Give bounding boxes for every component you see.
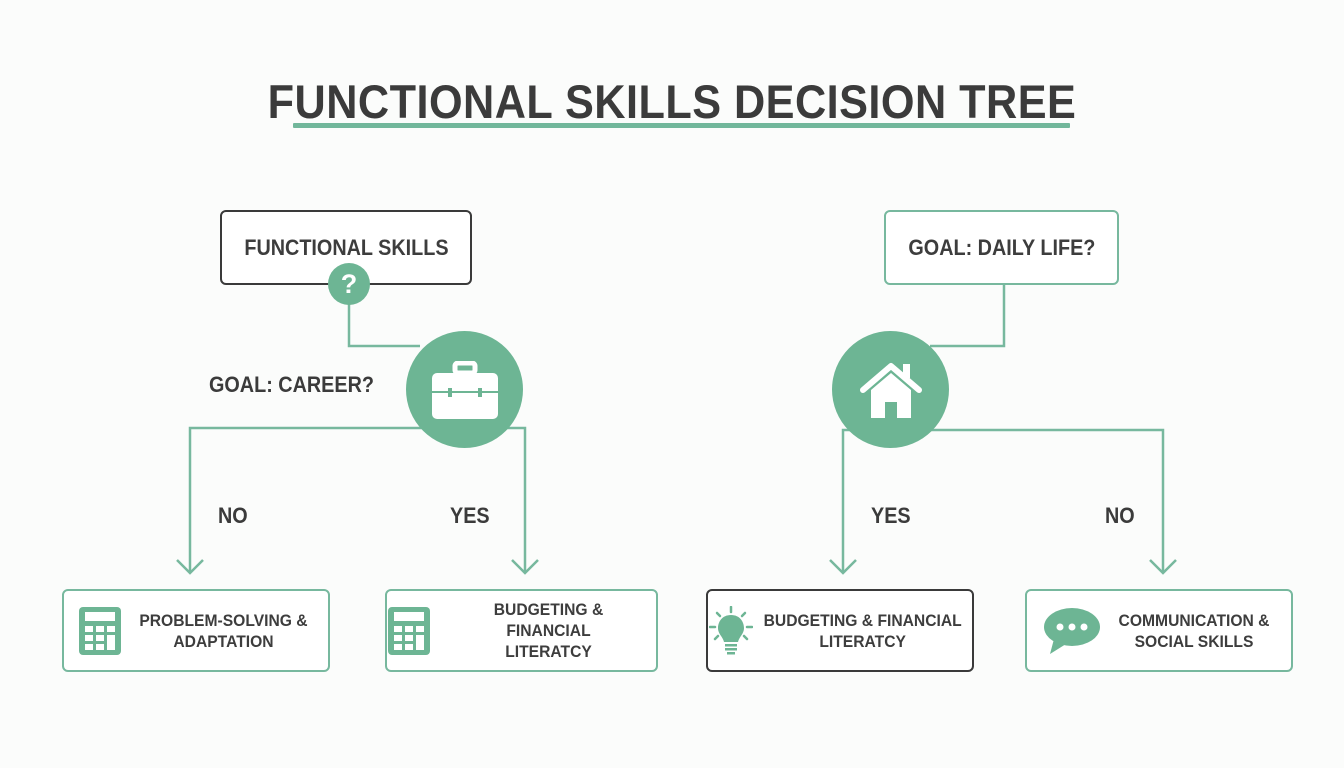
branch-label-yes-left: YES [450, 503, 490, 528]
leaf-label: BUDGETING & FINANCIAL LITERATCY [493, 600, 604, 661]
lightbulb-icon [709, 605, 754, 654]
decision-node-career [406, 331, 523, 448]
decision-node-daily-life [832, 331, 949, 448]
branch-label-yes-right: YES [871, 503, 911, 528]
question-badge: ? [328, 263, 370, 305]
leaf-label: BUDGETING & FINANCIAL LITERATCY [763, 610, 963, 651]
branch-label-no-right: NO [1105, 503, 1135, 528]
calculator-icon [388, 606, 430, 655]
briefcase-icon [431, 360, 498, 419]
root-node-label: FUNCTIONAL SKILLS [243, 234, 449, 260]
decision-label-career: GOAL: CAREER? [209, 372, 374, 397]
page-title: FUNCTIONAL SKILLS DECISION TREE [267, 75, 1077, 128]
branch-label-no-left: NO [218, 503, 248, 528]
leaf-label: PROBLEM-SOLVING & ADAPTATION [138, 610, 308, 651]
speech-bubble-icon [1044, 607, 1100, 654]
root-node-daily-life: GOAL: DAILY LIFE? [884, 210, 1119, 285]
root-node-label: GOAL: DAILY LIFE? [907, 234, 1096, 260]
leaf-budgeting-right: BUDGETING & FINANCIAL LITERATCY [706, 589, 974, 672]
question-mark-icon: ? [340, 268, 358, 299]
leaf-budgeting-left: BUDGETING & FINANCIAL LITERATCY [385, 589, 658, 672]
title-underline [293, 123, 1070, 128]
leaf-communication: COMMUNICATION & SOCIAL SKILLS [1025, 589, 1293, 672]
leaf-label: COMMUNICATION & SOCIAL SKILLS [1118, 610, 1270, 651]
house-icon [859, 362, 922, 418]
leaf-problem-solving: PROBLEM-SOLVING & ADAPTATION [62, 589, 330, 672]
calculator-icon [78, 606, 121, 655]
